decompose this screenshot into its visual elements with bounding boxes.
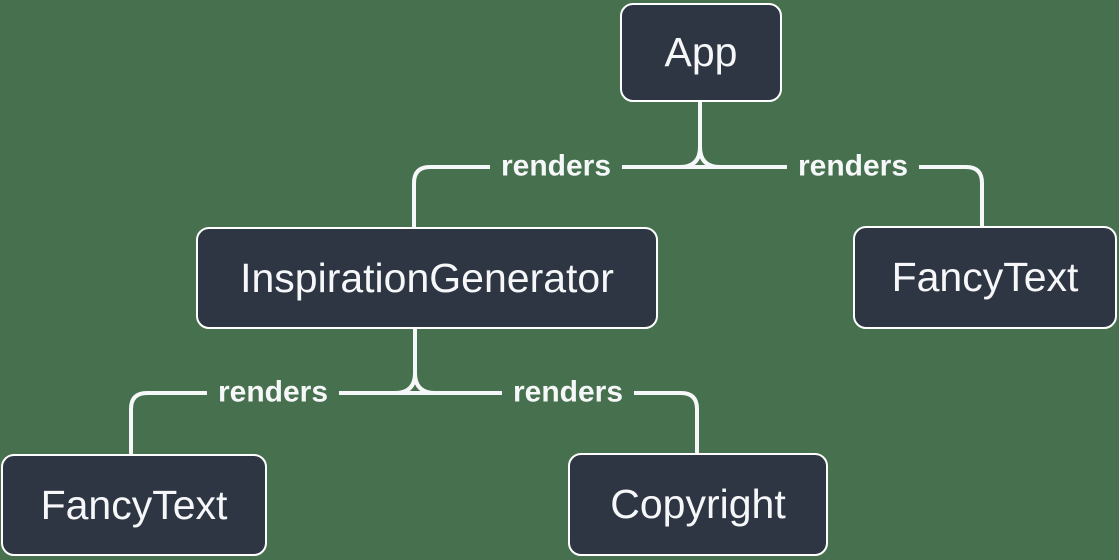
node-inspiration-generator: InspirationGenerator — [196, 227, 658, 329]
node-fancy-text-bottom: FancyText — [1, 454, 267, 556]
node-app: App — [620, 3, 782, 102]
edge-label-inspiration-generator-fancy-text: renders — [206, 373, 340, 411]
edge-app-children-rail — [412, 165, 984, 229]
edge-inspiration-generator-split — [393, 371, 437, 395]
node-copyright: Copyright — [568, 453, 828, 556]
node-fancy-text-top: FancyText — [853, 226, 1117, 329]
edge-label-app-inspiration-generator: renders — [489, 147, 623, 185]
edge-app-split — [678, 145, 722, 169]
edge-label-inspiration-generator-copyright: renders — [501, 373, 635, 411]
edge-inspiration-generator-children-rail — [129, 391, 699, 456]
edge-label-app-fancy-text: renders — [786, 147, 920, 185]
